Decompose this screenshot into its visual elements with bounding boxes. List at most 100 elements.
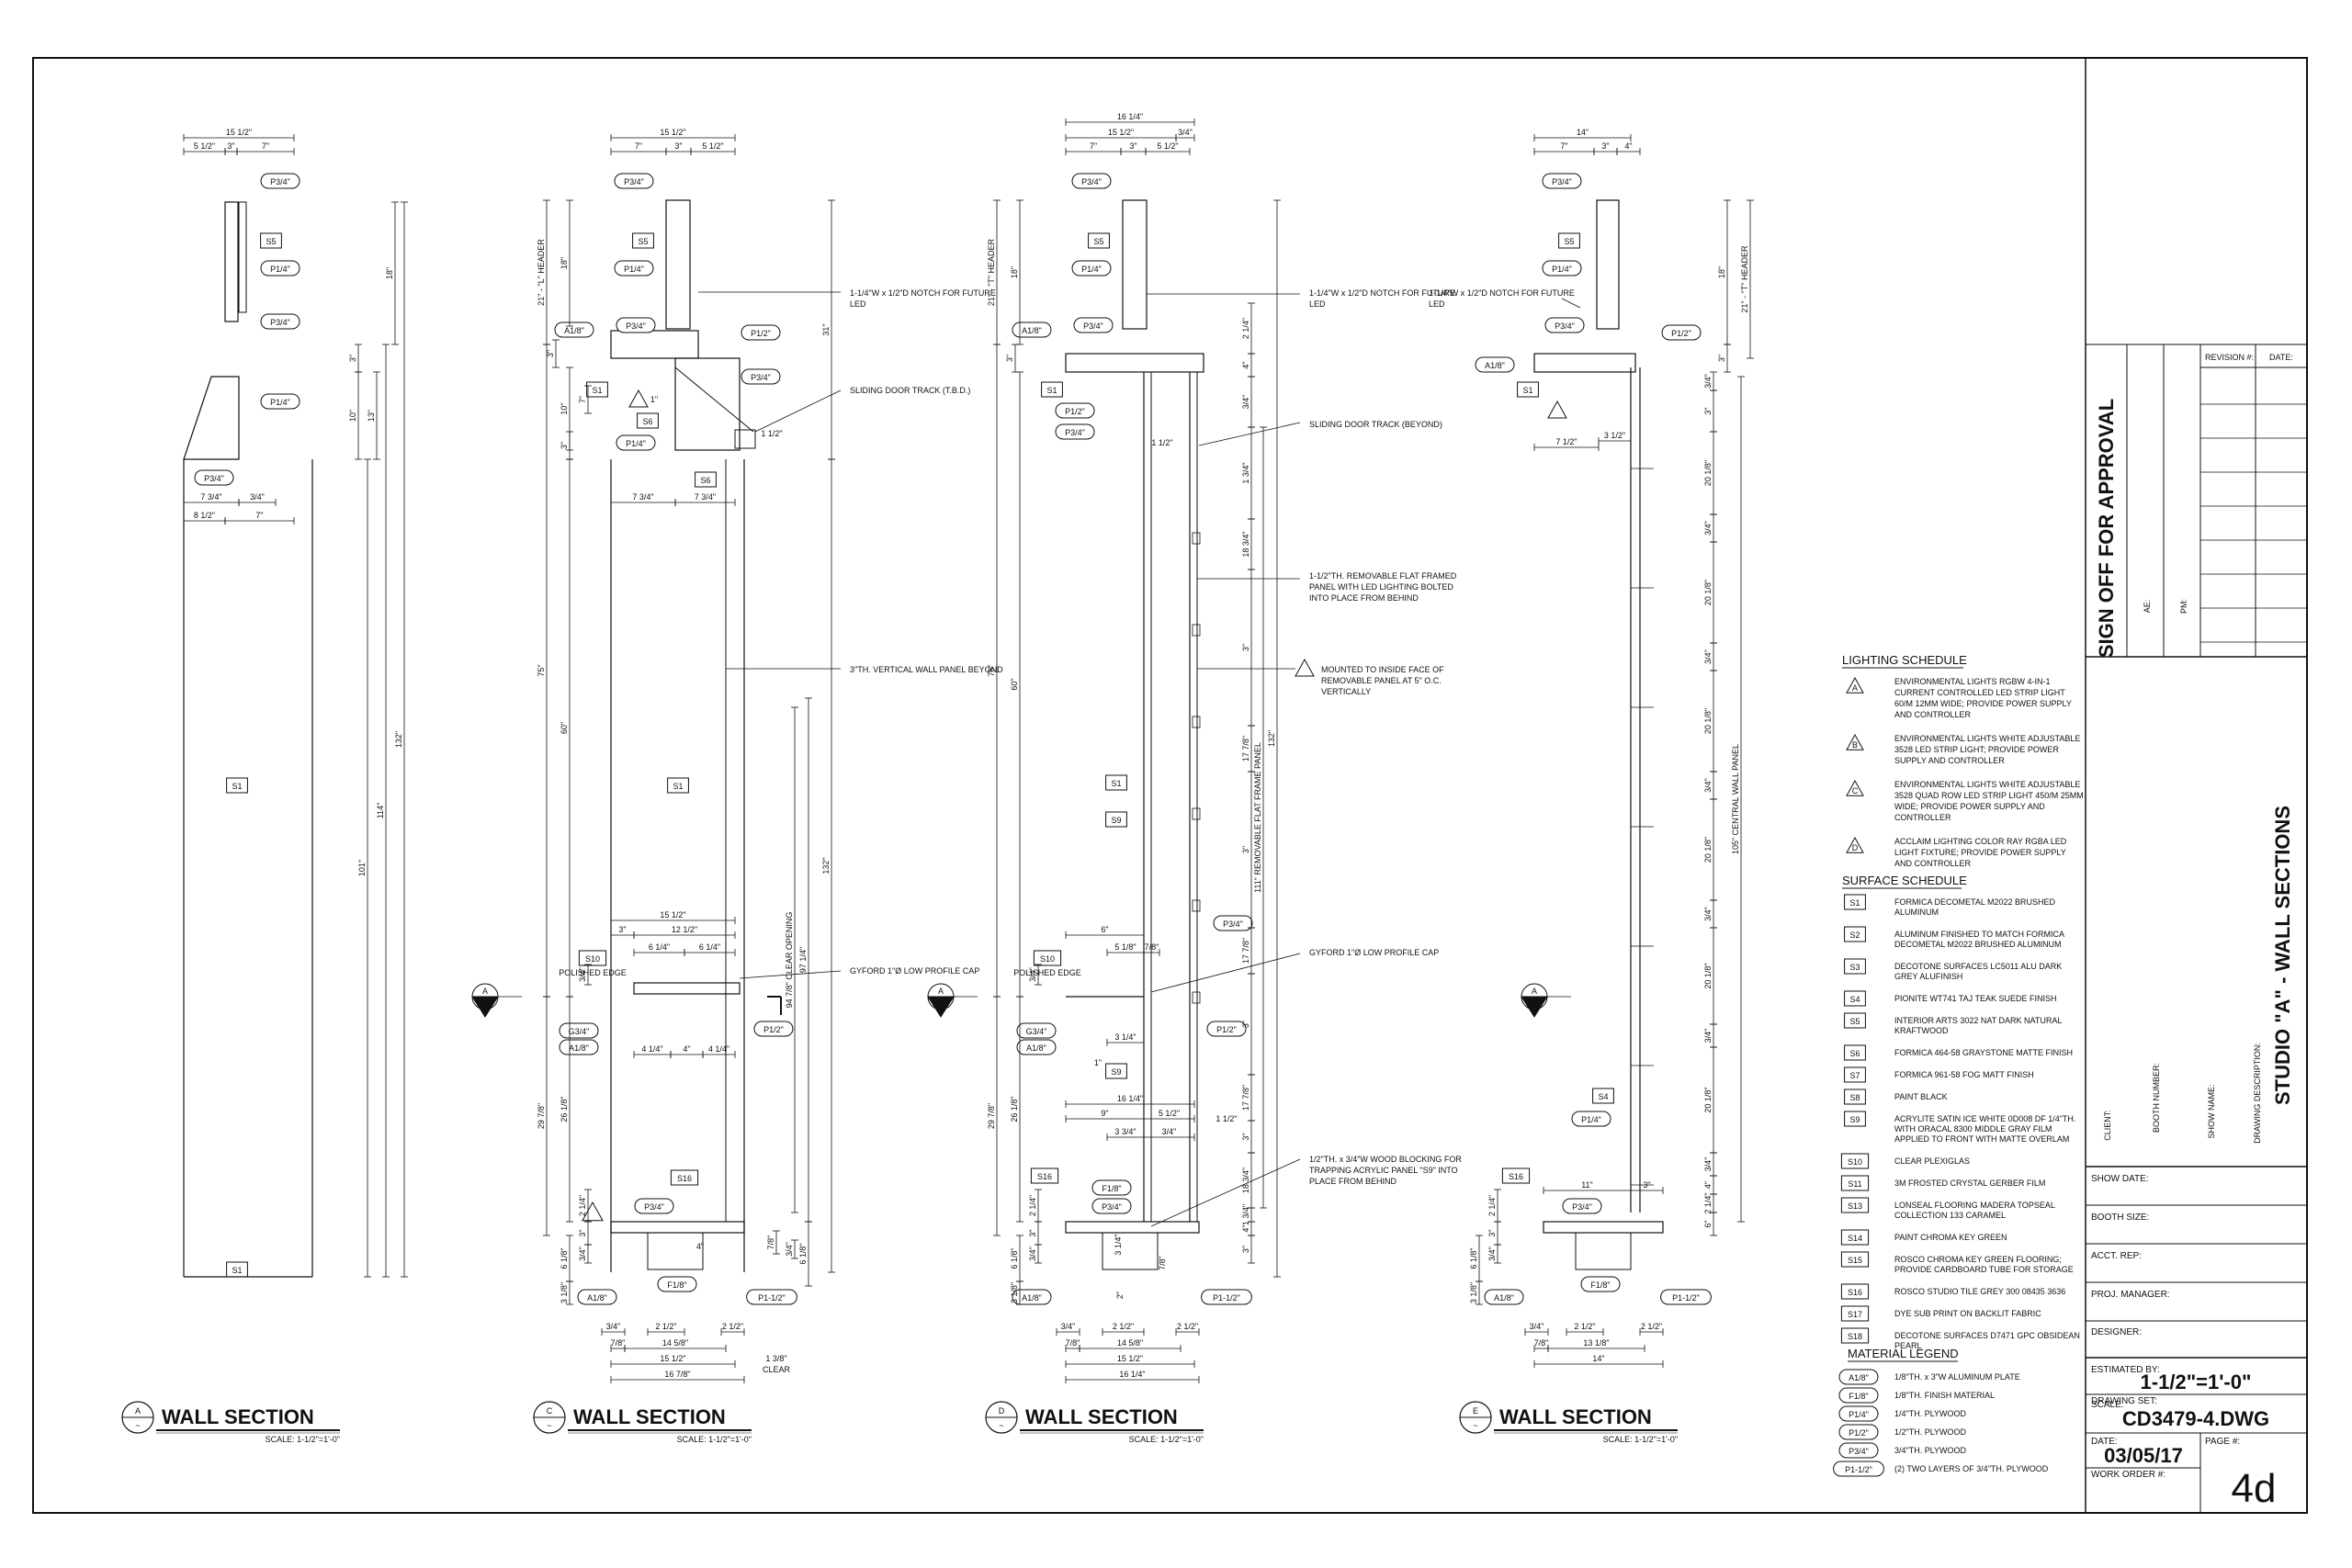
scale-label: SCALE: [2091, 1400, 2124, 1410]
surface-description: DECOTONE SURFACES LC5011 ALU DARK [1894, 962, 2062, 971]
tag-pill [1206, 1021, 1247, 1037]
tag-pill [1571, 1111, 1611, 1127]
door-track-brace [674, 367, 754, 433]
material-key: P3/4" [1849, 1447, 1869, 1456]
show-date-label: SHOW DATE: [2091, 1174, 2149, 1184]
dimension-value: 7" [635, 141, 642, 151]
material-tag: A1/8" [1026, 1043, 1046, 1053]
wall-section-d: 16 1/4"15 1/2"3/4"7"3"5 1/2"P3/4"S5P1/4"… [927, 112, 1462, 1444]
wall-section-c: 15 1/2"7"3"5 1/2"P3/4"S5P1/4"A1/8"P3/4"P… [471, 128, 1003, 1444]
page-label: PAGE #: [2205, 1437, 2240, 1447]
wall-cap [1596, 199, 1620, 330]
surface-description: ALUMINUM [1894, 908, 1939, 917]
dimension-value: 18" [1717, 266, 1726, 278]
lighting-key: A [1852, 683, 1858, 693]
surface-description: FORMICA DECOMETAL M2022 BRUSHED [1894, 897, 2056, 907]
material-tag: P3/4" [624, 177, 644, 186]
dimension-value: 1" [1094, 1058, 1102, 1067]
dimension-value: 5 1/2" [702, 141, 723, 151]
tag-box [1844, 1111, 1866, 1127]
dimension-value: 6 1/8" [798, 1243, 808, 1264]
tag-pill [1475, 356, 1515, 373]
tag-pill [1484, 1289, 1524, 1305]
tag-pill [1542, 260, 1582, 276]
tag-pill [1544, 317, 1585, 333]
leader [1150, 1158, 1301, 1227]
surface-description: KRAFTWOOD [1894, 1026, 1949, 1035]
material-tag: S1 [232, 782, 242, 791]
material-tag: G3/4" [1026, 1027, 1047, 1036]
dimension-value: 7/8" [1158, 1256, 1167, 1270]
material-description: 1/4"TH. PLYWOOD [1894, 1409, 1967, 1418]
tag-box [1033, 950, 1062, 966]
dimension-value: 21" - "L" HEADER [537, 239, 546, 306]
dimension-value: 5 1/2" [1157, 141, 1178, 151]
tag-pill [1542, 173, 1582, 189]
tag-box [1844, 958, 1866, 975]
dimension-value: 132" [1267, 730, 1276, 747]
surface-key: S8 [1849, 1093, 1860, 1102]
section-title: WALL SECTION [573, 1405, 726, 1428]
tag-pill [260, 173, 300, 189]
header-box-lower [674, 357, 741, 451]
dimension-value: 10" [560, 402, 569, 414]
material-tag: P1/2" [1216, 1025, 1237, 1034]
tag-box [1840, 1305, 1870, 1322]
dimension-value: 29 7/8" [537, 1103, 546, 1129]
material-tag: S1 [1046, 386, 1057, 395]
surface-key: S5 [1849, 1017, 1860, 1026]
dimension-value: 1 3/8" [765, 1354, 786, 1363]
material-tag: F1/8" [1590, 1280, 1610, 1290]
client-label: CLIENT: [2103, 1110, 2112, 1141]
surface-key: S15 [1848, 1256, 1862, 1265]
material-tag: P3/4" [1081, 177, 1102, 186]
surface-description: INTERIOR ARTS 3022 NAT DARK NATURAL [1894, 1016, 2062, 1025]
dimension-value: 3" [1005, 355, 1014, 362]
dimension-value: 3" [618, 925, 626, 934]
material-tag: P3/4" [1102, 1202, 1122, 1212]
section-ref: ~ [135, 1421, 140, 1430]
material-tag: P1/2" [1065, 407, 1085, 416]
callout-note: GYFORD 1"Ø LOW PROFILE CAP [1309, 948, 1439, 957]
material-tag: P3/4" [270, 177, 290, 186]
tag-box [1840, 1197, 1870, 1213]
surface-description: PROVIDE CARDBOARD TUBE FOR STORAGE [1894, 1265, 2074, 1274]
revision-date-label: DATE: [2269, 353, 2293, 362]
dimension-value: 7" [262, 141, 269, 151]
dimension-value: 21" - "T" HEADER [1740, 245, 1749, 313]
polished-edge-note: POLISHED EDGE [559, 968, 627, 977]
base-block [1575, 1232, 1632, 1270]
dimension-value: 3" [674, 141, 682, 151]
dimension-value: 3/4" [250, 492, 265, 502]
tag-pill [616, 434, 656, 451]
section-letter: C [547, 1406, 553, 1416]
material-tag: P1/2" [751, 329, 771, 338]
material-tag: P1/4" [1581, 1115, 1601, 1124]
dimension-value: 94 7/8" CLEAR OPENING [785, 912, 794, 1009]
callout-note: SLIDING DOOR TRACK (T.B.D.) [850, 386, 970, 395]
tag-pill [260, 313, 300, 330]
tag-box [1840, 1327, 1870, 1344]
tag-pill [657, 1276, 697, 1292]
dimension-value: CLEAR [763, 1365, 791, 1374]
section-scale: SCALE: 1-1/2"=1'-0" [677, 1435, 752, 1444]
dimension-value: 7/8" [1066, 1338, 1080, 1348]
dimension-value: 11" [1581, 1180, 1593, 1190]
tag-box [1501, 1168, 1531, 1184]
tag-box [1844, 1066, 1866, 1083]
dimension-value: 1 1/2" [761, 429, 782, 438]
lighting-b-triangle-icon [628, 389, 649, 408]
material-description: (2) TWO LAYERS OF 3/4"TH. PLYWOOD [1894, 1464, 2049, 1473]
dimension-value: 111" REMOVABLE FLAT FRAME PANEL [1253, 742, 1262, 893]
material-tag: P3/4" [644, 1202, 664, 1212]
tag-pill [1073, 317, 1114, 333]
tag-pill [614, 260, 654, 276]
lighting-schedule-title: LIGHTING SCHEDULE [1842, 653, 1967, 667]
lighting-key: C [1852, 786, 1859, 795]
dimension-value: 26 1/8" [1010, 1096, 1019, 1122]
lighting-description: SUPPLY AND CONTROLLER [1894, 756, 2005, 765]
tag-pill [1055, 402, 1095, 419]
lighting-a-triangle-icon [582, 1201, 604, 1222]
